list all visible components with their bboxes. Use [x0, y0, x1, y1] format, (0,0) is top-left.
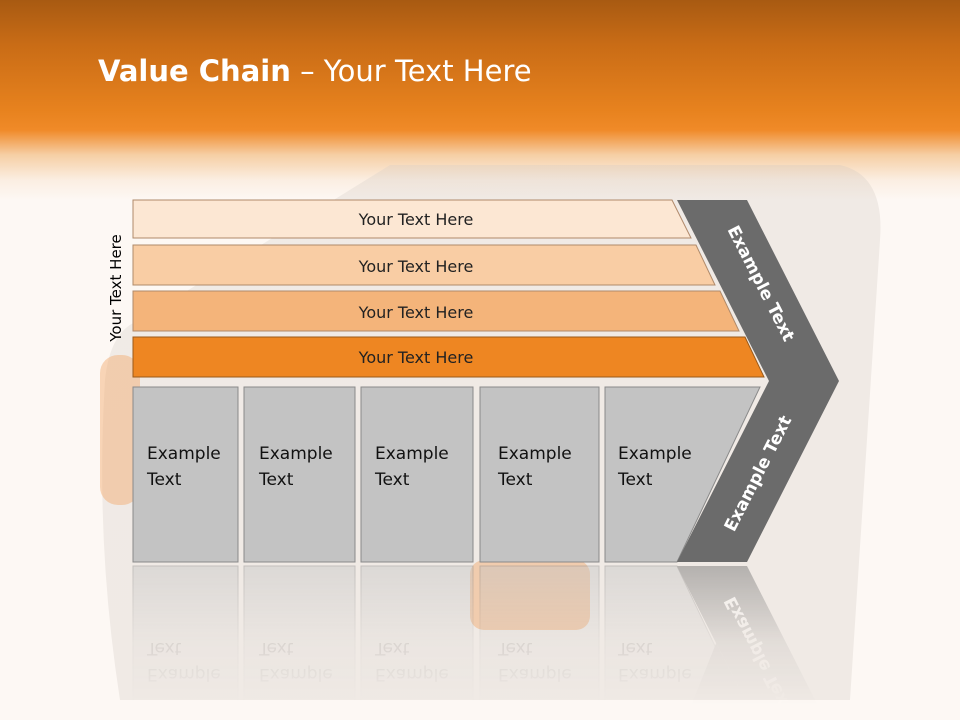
cell-3-box [360, 386, 474, 563]
reflection-chevron-2 [677, 566, 826, 720]
bar-3-label: Your Text Here [358, 303, 474, 322]
cell-4-line1: Example [498, 444, 572, 464]
reflection-cell-1 [132, 565, 239, 720]
reflection-cell-3 [360, 565, 474, 720]
bar-3: Your Text Here [132, 290, 740, 332]
cell-3-line1: Example [375, 444, 449, 464]
reflection-cell-3-line2: Text [374, 638, 410, 658]
cell-1: Example Text [132, 386, 239, 563]
title-bold: Value Chain [98, 54, 291, 88]
bar-3-shape [132, 290, 740, 332]
reflection-cell-4-line2: Text [497, 638, 533, 658]
cell-3-line2: Text [374, 470, 410, 490]
cell-5-line1: Example [618, 444, 692, 464]
bar-1-shape [132, 199, 692, 239]
cell-5: Example Text [604, 386, 761, 563]
cell-5-line2: Text [617, 470, 653, 490]
reflection-cell-5-line2: Text [617, 638, 653, 658]
bar-4-shape [132, 336, 765, 378]
cell-1-line2: Text [146, 470, 182, 490]
reflection-cell-3-line1: Example [375, 664, 449, 684]
reflection-cell-2-line2: Text [258, 638, 294, 658]
title-rest: – Your Text Here [290, 54, 532, 88]
chevron-shape [677, 200, 839, 562]
bar-4-label: Your Text Here [358, 348, 474, 367]
reflection-cell-4 [479, 565, 600, 720]
cell-4: Example Text [479, 386, 600, 563]
cell-2-line2: Text [258, 470, 294, 490]
reflection-cell-2-line1: Example [259, 664, 333, 684]
cell-1-line1: Example [147, 444, 221, 464]
bar-1: Your Text Here [132, 199, 692, 239]
bar-2-label: Your Text Here [358, 257, 474, 276]
cell-2: Example Text [243, 386, 356, 563]
reflection-cell-2 [243, 565, 356, 720]
bar-2: Your Text Here [132, 244, 716, 286]
reflection: Example Text Example Text Example Text E… [132, 565, 826, 720]
bar-2-shape [132, 244, 716, 286]
bar-4: Your Text Here [132, 336, 765, 378]
reflection-cell-1-line2: Text [146, 638, 182, 658]
reflection-cell-4-line1: Example [498, 664, 572, 684]
cell-4-line2: Text [497, 470, 533, 490]
cell-3: Example Text [360, 386, 474, 563]
page-title: Value Chain – Your Text Here [98, 54, 532, 88]
reflection-cell-1-line1: Example [147, 664, 221, 684]
cell-4-box [479, 386, 600, 563]
cell-2-line1: Example [259, 444, 333, 464]
bar-1-label: Your Text Here [358, 210, 474, 229]
reflection-cell-5-line1: Example [618, 664, 692, 684]
cell-1-box [132, 386, 239, 563]
cell-2-box [243, 386, 356, 563]
